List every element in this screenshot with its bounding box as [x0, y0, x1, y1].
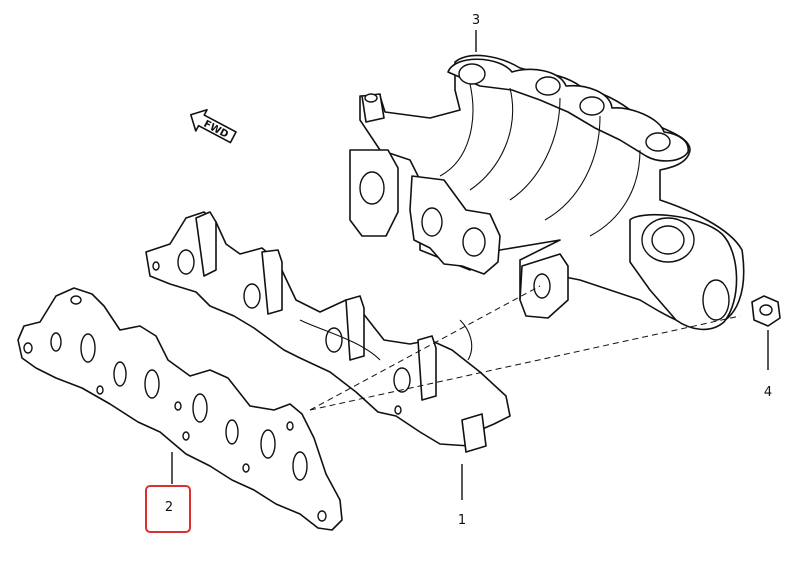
- callout-2-highlight-box[interactable]: [145, 485, 191, 533]
- callout-2: 2: [165, 500, 173, 515]
- callout-3: 3: [472, 13, 480, 28]
- gasket-part[interactable]: [17, 287, 343, 531]
- assembly-line-upper: [309, 285, 541, 411]
- fwd-arrow-icon: FWD: [190, 108, 237, 144]
- callout-4: 4: [764, 385, 772, 400]
- nut-part[interactable]: [751, 295, 781, 327]
- exhaust-manifold-part[interactable]: [145, 211, 511, 453]
- callout-1: 1: [458, 513, 466, 528]
- assembly-line-lower: [309, 315, 741, 411]
- intake-manifold-part[interactable]: [349, 54, 745, 331]
